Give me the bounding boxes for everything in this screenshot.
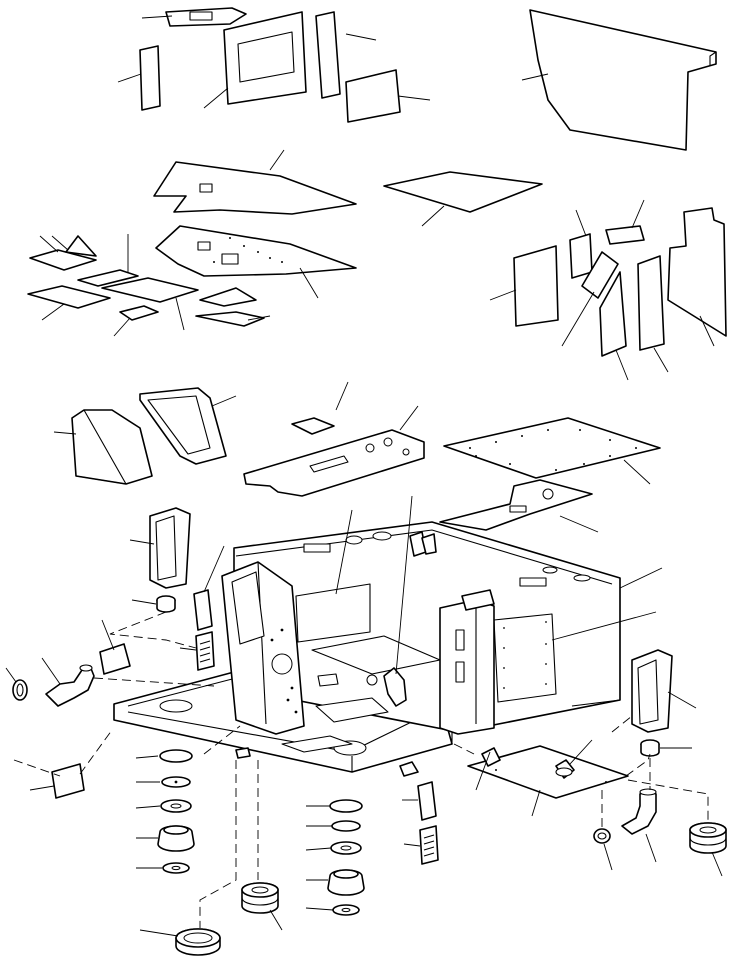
isolator-mount-right [689,822,727,877]
frame-back-wall-panel [295,509,371,643]
angled-panel [345,69,431,123]
elbow-hose-right [621,788,657,863]
assembly-centerlines [13,611,709,928]
front-air-duct [129,507,191,589]
frame-lever-bracket [383,495,413,707]
stepped-floor-plate [439,479,599,533]
louver-insert-upper [193,545,225,631]
wedge-cover-block [53,409,153,485]
mount-stack-bottom [139,882,283,956]
frame-center-console-well [311,635,441,723]
louver-insert-center-lower [403,825,439,865]
panel-group-roof-liners [153,149,543,299]
panel-group-right-lower [402,649,727,877]
right-panel-rivets [503,621,547,689]
wedge-pad-b [195,311,265,327]
frame-right-side-panel [493,611,657,703]
panel-group-duct-covers [53,381,661,533]
hose-clamp-right [593,828,613,871]
main-cab-frame [113,495,663,777]
louver-insert-center-upper [402,781,437,821]
small-square-pad [119,305,159,321]
right-tall-panel-b [599,271,629,381]
triangular-pad-a [29,249,97,271]
narrow-strip-panel [117,45,161,111]
right-stepped-panel [667,207,727,347]
louver-insert-lower [179,631,215,671]
rect-pad-b [101,277,199,303]
floor-panel-rivets [469,429,637,471]
floor-plate-front [243,405,425,497]
mount-stack-center [305,799,365,916]
mount-stack-left [135,749,195,874]
rear-duct-collar [640,739,692,757]
right-small-cap [605,199,645,245]
rear-headliner-panel [521,9,717,151]
right-narrow-panel [569,209,593,279]
liner-rivet-dots [213,237,283,263]
small-access-cover [291,381,349,435]
frame-right-vertical-post [439,589,495,735]
duct-collar-ring [131,595,176,613]
panel-group-left-components [5,507,225,799]
rect-pad-a [77,269,139,287]
l-pad [27,285,111,309]
large-floor-panel [443,417,661,485]
right-tall-panel-c [637,255,669,373]
vertical-strip-panel [315,11,377,99]
window-frame-panel [203,11,307,109]
rear-air-duct [631,649,697,733]
cover-plate-left [99,619,131,675]
frame-rear-right-panel [571,567,663,707]
elbow-hose-left [41,657,95,707]
cover-plate-bottom-left [29,763,85,799]
frame-mounting-feet [235,747,419,777]
triangular-pad-b [65,235,97,257]
roof-liner-lower [155,225,357,299]
roof-liner-upper [153,149,357,215]
air-duct-housing [139,387,237,465]
flat-square-panel [383,171,543,227]
frame-top-bracket [409,531,437,557]
wedge-pad-a [199,287,257,307]
lower-access-panel [467,739,629,817]
panel-group-upper-left [117,7,431,123]
panel-group-right-side [489,199,727,381]
frame-front-pillar [221,561,305,735]
right-tall-panel-a [489,245,559,327]
hose-clamp-left [5,667,28,701]
small-bracket-plate [141,7,247,27]
right-tilted-panel [561,251,619,347]
panel-group-small-pads [27,234,271,337]
